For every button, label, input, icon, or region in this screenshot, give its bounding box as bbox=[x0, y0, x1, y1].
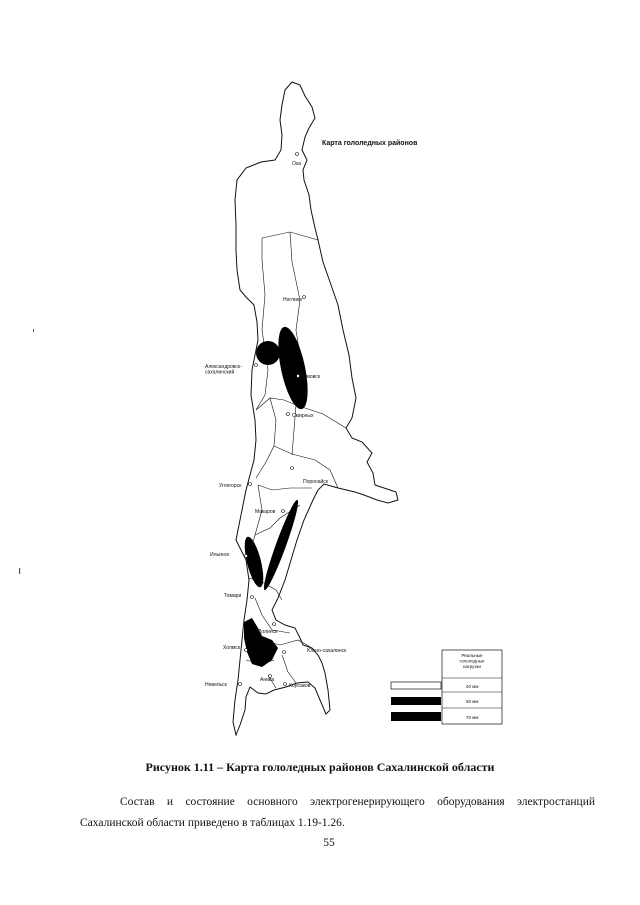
city-label-korsakov: Корсаков bbox=[289, 683, 311, 689]
city-korsakov: Корсаков bbox=[283, 682, 311, 689]
city-aleksandrovsk: Александровск-сахалинский bbox=[205, 363, 258, 376]
figure-caption: Рисунок 1.11 – Карта гололедных районов … bbox=[145, 760, 495, 774]
city-label-dolinsk: Долинск bbox=[258, 629, 278, 635]
legend-swatch-50mm bbox=[391, 697, 441, 705]
city-label-tymovsk: Тымовск bbox=[300, 374, 321, 380]
body-paragraph: Состав и состояние основного электрогене… bbox=[80, 796, 595, 829]
city-label-yuzhno: Южно-сахалинск bbox=[307, 648, 347, 654]
city-label-aniva: Анива bbox=[260, 677, 274, 683]
sakhalin-icing-map: Карта гололедных районов Оха Ноглики Але… bbox=[19, 81, 503, 737]
city-nogliki: Ноглики bbox=[283, 295, 306, 303]
city-label-tomari: Томари bbox=[224, 593, 241, 599]
city-smirnykh: Смирных bbox=[286, 412, 314, 419]
city-ilyinsk: Ильинск bbox=[210, 552, 248, 558]
legend-label-70mm: 70 мм bbox=[466, 715, 478, 720]
legend-label-50mm: 50 мм bbox=[466, 699, 478, 704]
scan-speck bbox=[33, 329, 34, 332]
city-aniva: Анива bbox=[260, 674, 274, 683]
city-okha: Оха bbox=[292, 152, 301, 167]
city-label-uglegorsk: Углегорск bbox=[219, 483, 242, 489]
city-tomari: Томари bbox=[224, 593, 254, 599]
city-label-nevelsk: Невельск bbox=[205, 682, 228, 688]
city-label-makarov: Макаров bbox=[255, 509, 276, 515]
island-outline bbox=[232, 81, 399, 737]
legend-swatch-70mm bbox=[391, 712, 441, 721]
city-uglegorsk: Углегорск bbox=[219, 482, 252, 489]
city-tymovsk: Тымовск bbox=[296, 374, 321, 380]
city-label-okha: Оха bbox=[292, 161, 301, 167]
map-title: Карта гололедных районов bbox=[322, 139, 418, 147]
city-label-aleksandrovsk: Александровск-сахалинский bbox=[205, 364, 242, 376]
legend-swatch-40mm bbox=[390, 681, 442, 690]
city-label-ilyinsk: Ильинск bbox=[210, 552, 230, 558]
icing-zones-70mm bbox=[244, 326, 308, 667]
city-yuzhno: Южно-сахалинск bbox=[282, 648, 347, 654]
city-dolinsk: Долинск bbox=[258, 622, 278, 635]
city-kholmsk: Холмск bbox=[223, 645, 248, 652]
city-nevelsk: Невельск bbox=[205, 682, 242, 688]
scan-speck bbox=[19, 568, 21, 574]
city-label-smirnykh: Смирных bbox=[292, 413, 314, 419]
city-label-poronaysk: Поронайск bbox=[303, 478, 329, 485]
page-number: 55 bbox=[323, 837, 335, 849]
legend-label-40mm: 40 мм bbox=[466, 684, 478, 689]
city-poronaysk: Поронайск bbox=[290, 466, 329, 485]
city-makarov: Макаров bbox=[255, 509, 285, 515]
city-label-nogliki: Ноглики bbox=[283, 297, 302, 303]
city-label-kholmsk: Холмск bbox=[223, 645, 241, 651]
